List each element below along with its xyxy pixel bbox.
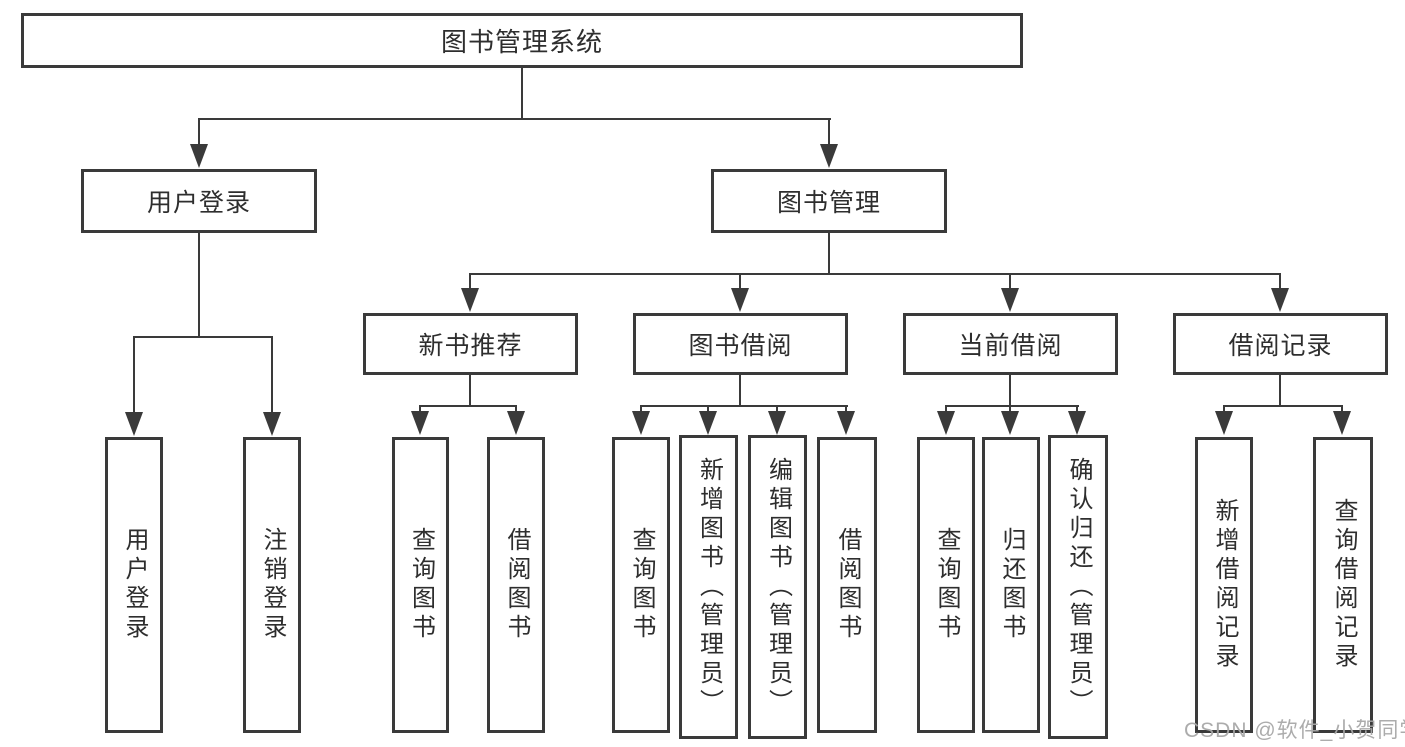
node-br-add-record-label: 新增借阅记录 (1211, 498, 1238, 672)
node-bb-borrow-books: 借阅图书 (817, 437, 877, 733)
connector-book-mgmt-split (469, 273, 1281, 275)
node-login: 用户登录 (105, 437, 163, 733)
arrow-down-icon (937, 411, 955, 435)
connector-book-borrow-split (640, 405, 848, 407)
connector-drop-user-login (198, 118, 200, 146)
arrow-down-icon (837, 411, 855, 435)
arrow-down-icon (190, 144, 208, 168)
node-cb-confirm-return-admin-label: 确认归还（管理员） (1065, 456, 1092, 718)
arrow-down-icon (1068, 411, 1086, 435)
node-cb-query-books-label: 查询图书 (933, 527, 960, 643)
connector-drop-borrow-records (1279, 273, 1281, 290)
connector-drop-logout (271, 336, 273, 414)
arrow-down-icon (1271, 288, 1289, 312)
connector-drop-new-books (469, 273, 471, 290)
csdn-watermark-text: CSDN @软件_小贺同学 (1184, 719, 1405, 742)
node-borrow-records: 借阅记录 (1173, 313, 1388, 375)
connector-current-borrow-stem (1009, 375, 1011, 405)
node-nb-query-books-label: 查询图书 (407, 527, 435, 643)
arrow-down-icon (507, 411, 525, 435)
node-current-borrow-label: 当前借阅 (958, 332, 1063, 360)
node-book-management-label: 图书管理 (776, 189, 881, 217)
node-br-query-record: 查询借阅记录 (1313, 437, 1373, 733)
connector-drop (707, 405, 709, 413)
node-bb-edit-book-admin-label: 编辑图书（管理员） (764, 456, 792, 718)
node-borrow-records-label: 借阅记录 (1228, 332, 1333, 360)
arrow-down-icon (263, 412, 281, 436)
connector-user-login-split (133, 336, 273, 338)
node-user-login-label: 用户登录 (146, 189, 251, 217)
node-bb-query-books-label: 查询图书 (628, 527, 655, 643)
node-root-system-label: 图书管理系统 (440, 27, 603, 57)
connector-drop (515, 405, 517, 413)
connector-new-books-stem (469, 375, 471, 405)
node-bb-add-book-admin-label: 新增图书（管理员） (695, 456, 723, 718)
connector-drop (776, 405, 778, 413)
node-cb-return-books-label: 归还图书 (998, 527, 1025, 643)
connector-book-mgmt-stem (828, 233, 830, 273)
node-user-login: 用户登录 (81, 169, 317, 233)
node-br-query-record-label: 查询借阅记录 (1330, 498, 1357, 672)
node-root-system: 图书管理系统 (21, 13, 1023, 68)
connector-borrow-records-split (1223, 405, 1343, 407)
node-bb-add-book-admin: 新增图书（管理员） (679, 435, 738, 739)
connector-book-borrow-stem (739, 375, 741, 405)
node-nb-borrow-books-label: 借阅图书 (503, 527, 530, 643)
connector-borrow-records-stem (1279, 375, 1281, 405)
node-login-label: 用户登录 (121, 527, 148, 643)
arrow-down-icon (699, 411, 717, 435)
node-nb-borrow-books: 借阅图书 (487, 437, 545, 733)
connector-drop-login (133, 336, 135, 414)
node-current-borrow: 当前借阅 (903, 313, 1118, 375)
node-cb-return-books: 归还图书 (982, 437, 1040, 733)
node-book-management: 图书管理 (711, 169, 947, 233)
arrow-down-icon (1333, 411, 1351, 435)
connector-new-books-split (419, 405, 517, 407)
arrow-down-icon (1001, 411, 1019, 435)
arrow-down-icon (1001, 288, 1019, 312)
arrow-down-icon (461, 288, 479, 312)
connector-drop (845, 405, 847, 413)
arrow-down-icon (411, 411, 429, 435)
node-logout: 注销登录 (243, 437, 301, 733)
connector-current-borrow-split (945, 405, 1079, 407)
connector-root-split (198, 118, 831, 120)
arrow-down-icon (820, 144, 838, 168)
connector-user-login-stem (198, 233, 200, 336)
connector-drop (1341, 405, 1343, 413)
node-book-borrow-label: 图书借阅 (688, 332, 793, 360)
arrow-down-icon (632, 411, 650, 435)
node-bb-query-books: 查询图书 (612, 437, 670, 733)
node-cb-query-books: 查询图书 (917, 437, 975, 733)
connector-drop (640, 405, 642, 413)
connector-root-stem (521, 68, 523, 118)
connector-drop-book-mgmt (828, 118, 830, 146)
node-bb-edit-book-admin: 编辑图书（管理员） (748, 435, 807, 739)
node-bb-borrow-books-label: 借阅图书 (834, 527, 861, 643)
arrow-down-icon (731, 288, 749, 312)
connector-drop-book-borrow (739, 273, 741, 290)
connector-drop (1076, 405, 1078, 413)
connector-drop (419, 405, 421, 413)
connector-drop-current-borrow (1009, 273, 1011, 290)
node-nb-query-books: 查询图书 (392, 437, 449, 733)
csdn-watermark: CSDN @软件_小贺同学 (1184, 714, 1405, 744)
node-new-book-recommend: 新书推荐 (363, 313, 578, 375)
arrow-down-icon (768, 411, 786, 435)
arrow-down-icon (125, 412, 143, 436)
node-br-add-record: 新增借阅记录 (1195, 437, 1253, 733)
node-new-book-recommend-label: 新书推荐 (418, 332, 523, 360)
connector-drop (945, 405, 947, 413)
node-book-borrow: 图书借阅 (633, 313, 848, 375)
node-logout-label: 注销登录 (259, 527, 286, 643)
arrow-down-icon (1215, 411, 1233, 435)
connector-drop (1009, 405, 1011, 413)
connector-drop (1223, 405, 1225, 413)
node-cb-confirm-return-admin: 确认归还（管理员） (1048, 435, 1108, 739)
